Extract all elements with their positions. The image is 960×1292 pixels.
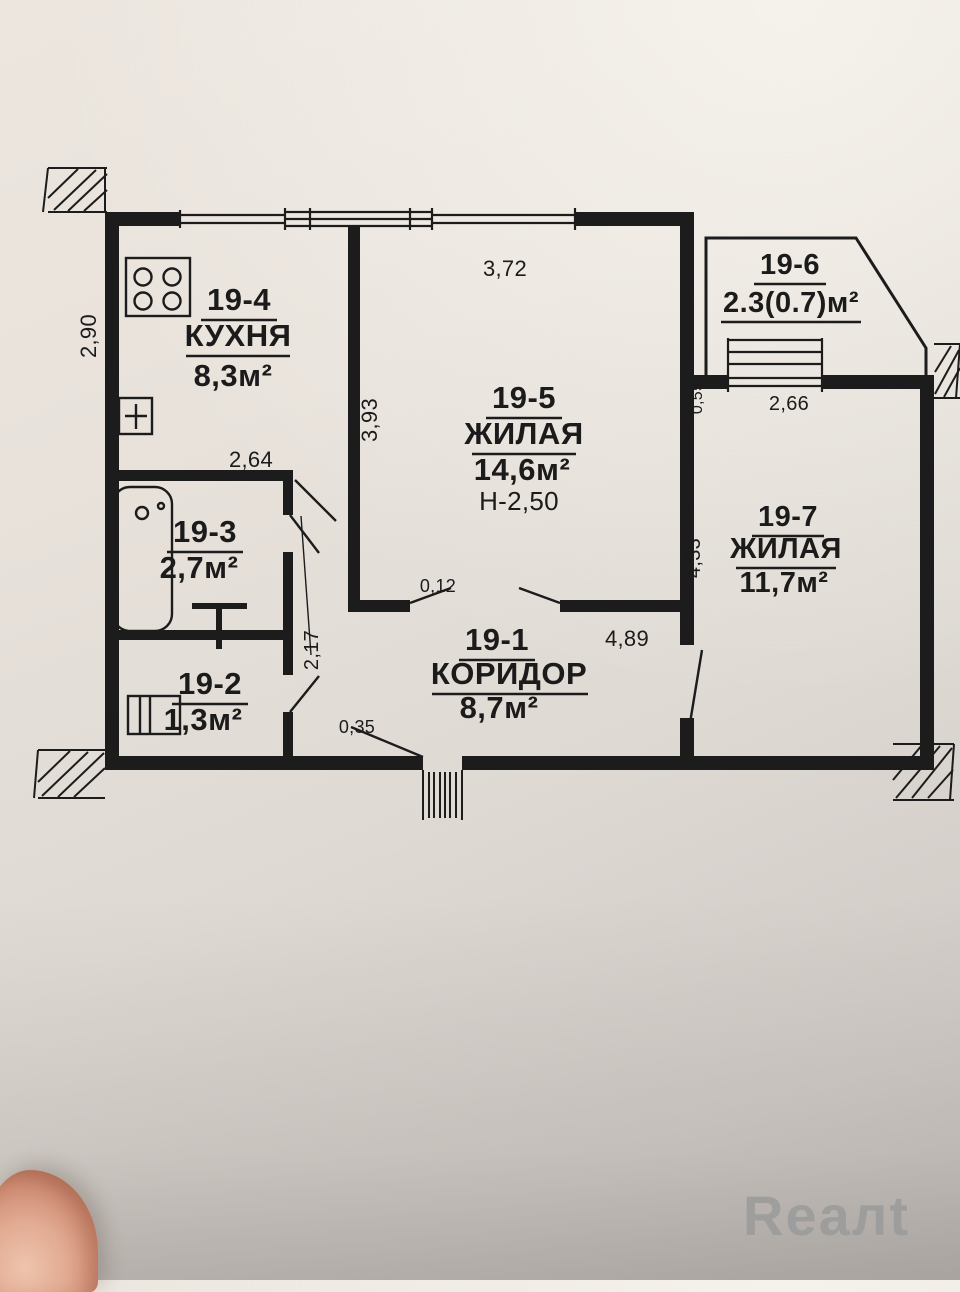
dim-balcony-offset: 0,55 — [689, 382, 706, 414]
balcony-door-sill — [726, 338, 824, 392]
wall-hatch-bottom-left — [33, 749, 106, 799]
entrance-stair-hatch — [422, 770, 463, 820]
room-labels: 19-4 КУХНЯ 8,3м² 19-5 ЖИЛАЯ 14,6м² Н-2,5… — [160, 249, 861, 737]
room5-door-swing-right — [518, 586, 561, 605]
bathtub-icon — [111, 485, 174, 633]
wall-hatch-top-left — [42, 167, 108, 213]
stove-icon — [124, 256, 192, 318]
dimension-labels: 3,72 2,90 2,64 3,93 0,55 2,66 4,33 0,12 … — [76, 256, 809, 737]
wall-hatch-top-right — [934, 343, 960, 399]
kitchen-door-swing — [294, 479, 337, 522]
room7-door-swing — [688, 649, 704, 724]
room5-door-swing-left — [409, 586, 452, 605]
wc-door-swing — [289, 675, 320, 713]
room-19-7-area: 11,7м² — [740, 567, 829, 599]
room-19-1-name: КОРИДОР — [431, 656, 587, 691]
window-band — [178, 208, 577, 230]
room-19-1-area: 8,7м² — [460, 690, 539, 725]
washbasin-icon — [192, 603, 247, 649]
room-19-5-area: 14,6м² — [474, 452, 571, 487]
dim-hall-strip: 2,17 — [301, 630, 323, 670]
dim-room7-wall: 4,33 — [683, 538, 705, 578]
room-19-7-name: ЖИЛАЯ — [729, 533, 842, 565]
dimension-line — [300, 515, 312, 656]
room-19-5-name: ЖИЛАЯ — [463, 416, 583, 451]
room-19-6-id: 19-6 — [760, 249, 820, 281]
dim-entry-stub: 0,35 — [339, 717, 375, 737]
walls — [105, 212, 934, 770]
dim-balcony-width: 2,66 — [769, 393, 809, 415]
room-19-2-id: 19-2 — [178, 666, 242, 701]
room-19-3-id: 19-3 — [173, 514, 237, 549]
room-19-7-id: 19-7 — [758, 501, 818, 533]
kitchen-sink-icon — [117, 396, 154, 436]
room-19-6-area: 2.3(0.7)м² — [723, 287, 859, 319]
door-swings — [289, 479, 704, 759]
room-19-3-area: 2,7м² — [160, 550, 239, 585]
room-19-1-id: 19-1 — [465, 622, 529, 657]
watermark-logo: Reaлt — [743, 1184, 910, 1247]
room-19-2-area: 1,3м² — [164, 702, 243, 737]
bathroom-door-swing — [289, 514, 320, 554]
dim-kitchen-left: 2,90 — [76, 314, 101, 358]
dim-wall-gap: 0,12 — [420, 576, 456, 596]
room-19-4-area: 8,3м² — [194, 358, 273, 393]
toilet-icon — [126, 694, 182, 736]
dim-kitchen-width: 2,64 — [229, 447, 273, 472]
room-19-4-name: КУХНЯ — [185, 318, 292, 353]
room-19-5-id: 19-5 — [492, 380, 556, 415]
entrance-door-swing — [350, 725, 424, 759]
dim-top-window: 3,72 — [483, 256, 527, 281]
dim-room5-depth: 3,93 — [357, 398, 382, 442]
room-19-4-id: 19-4 — [207, 282, 271, 317]
dim-corridor-length: 4,89 — [605, 626, 649, 651]
room-19-5-ceiling-height: Н-2,50 — [479, 486, 559, 516]
balcony-outline — [704, 236, 928, 375]
